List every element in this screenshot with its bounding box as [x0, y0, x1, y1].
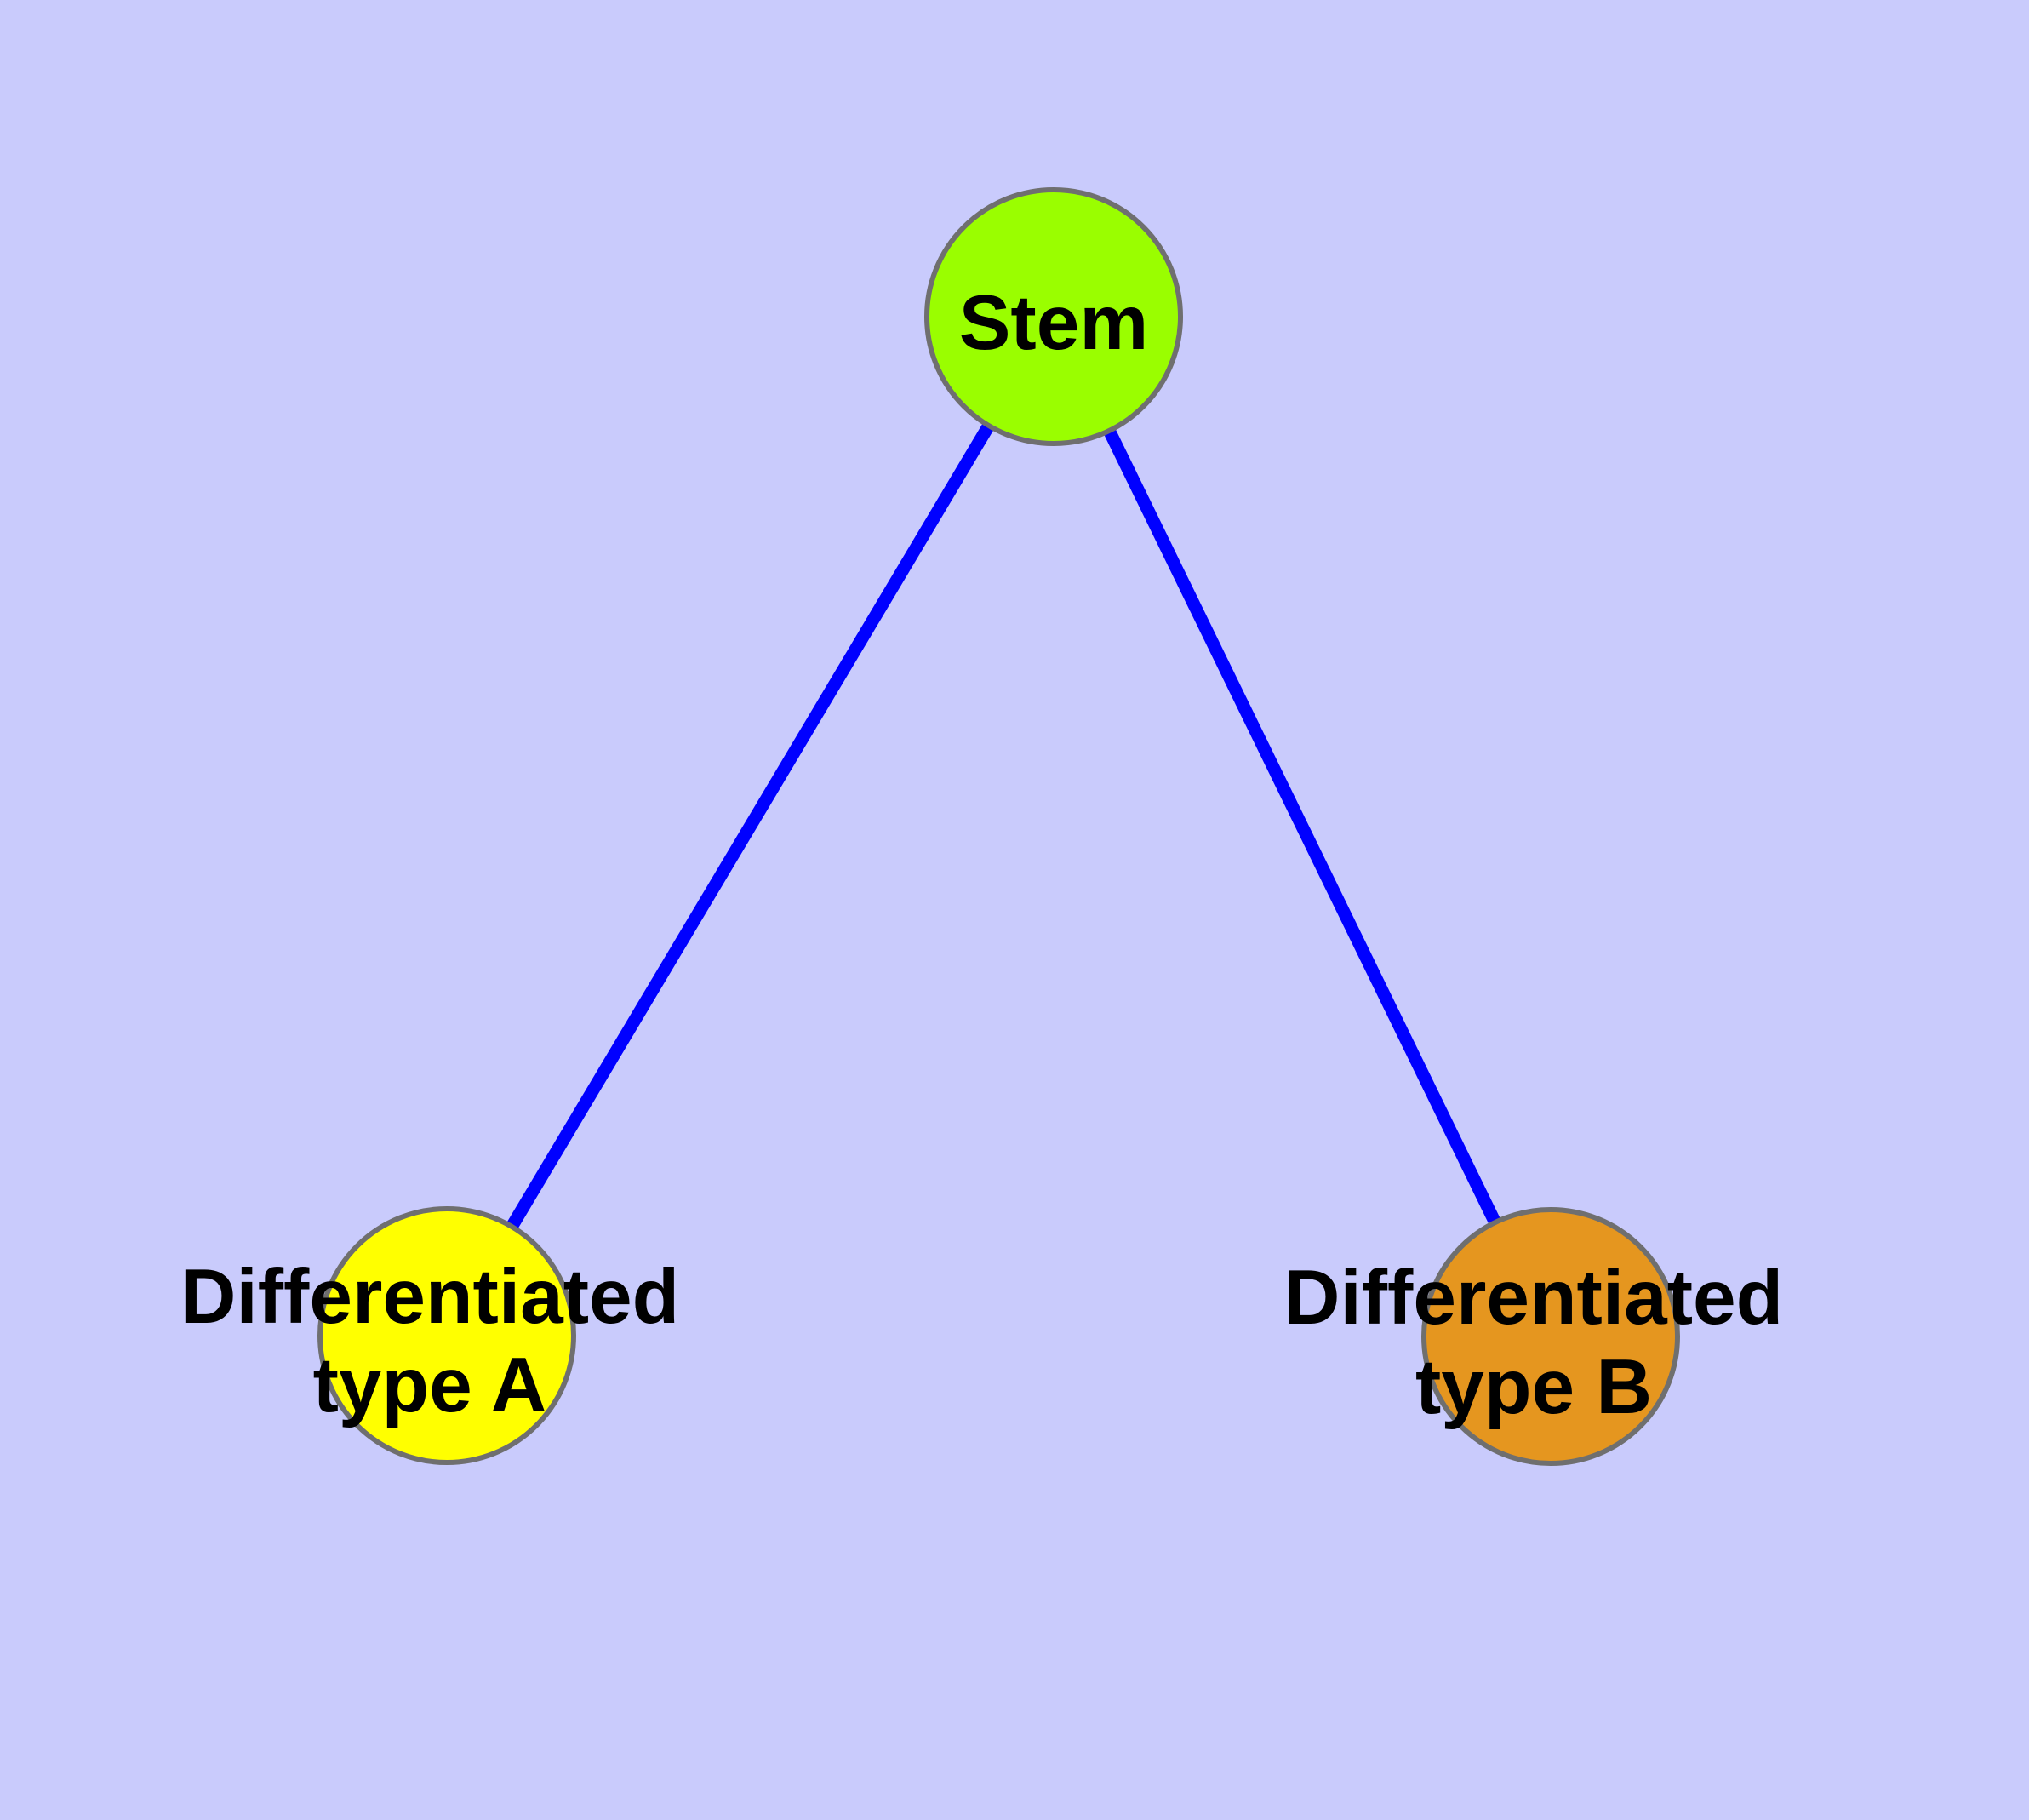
node-type-a-label-line1: Differentiated — [180, 1254, 680, 1340]
node-type-b-label-line1: Differentiated — [1284, 1255, 1784, 1341]
edge-stem-to-type-b — [1048, 313, 1557, 1340]
node-stem-circle — [924, 187, 1183, 446]
node-type-b-label-line2: type B — [1415, 1344, 1652, 1430]
node-differentiated-type-a-circle — [317, 1206, 576, 1465]
edge-stem-to-type-a — [441, 313, 1060, 1339]
node-differentiated-type-b-circle — [1421, 1207, 1680, 1466]
node-stem-label: Stem — [959, 280, 1149, 366]
node-type-a-label-line2: type A — [313, 1342, 547, 1428]
